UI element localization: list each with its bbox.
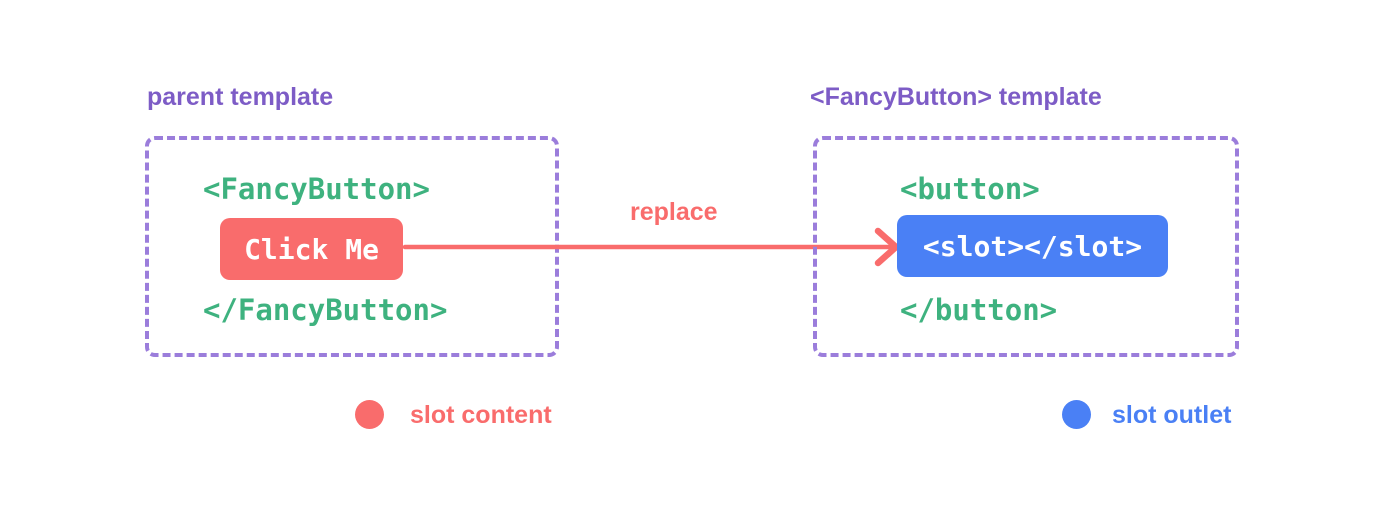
fancybutton-template-box	[813, 136, 1239, 357]
slot-content-dot-icon	[355, 400, 384, 429]
slot-tag-label: <slot></slot>	[922, 229, 1143, 263]
button-open-tag: <button>	[900, 172, 1040, 206]
fancybutton-open-tag: <FancyButton>	[203, 172, 430, 206]
slot-content-legend-label: slot content	[410, 401, 552, 429]
slot-outlet-legend-label: slot outlet	[1112, 401, 1232, 429]
click-me-button: Click Me	[220, 218, 403, 280]
arrow-head-icon	[874, 227, 900, 267]
replace-label: replace	[630, 198, 718, 226]
fancybutton-close-tag: </FancyButton>	[203, 293, 448, 327]
parent-template-title: parent template	[147, 83, 334, 111]
fancybutton-template-title: <FancyButton> template	[810, 83, 1102, 111]
button-close-tag: </button>	[900, 293, 1058, 327]
slot-outlet-dot-icon	[1062, 400, 1091, 429]
slot-outlet-chip: <slot></slot>	[897, 215, 1168, 277]
replace-arrow-icon	[402, 227, 900, 267]
click-me-label: Click Me	[244, 232, 379, 266]
